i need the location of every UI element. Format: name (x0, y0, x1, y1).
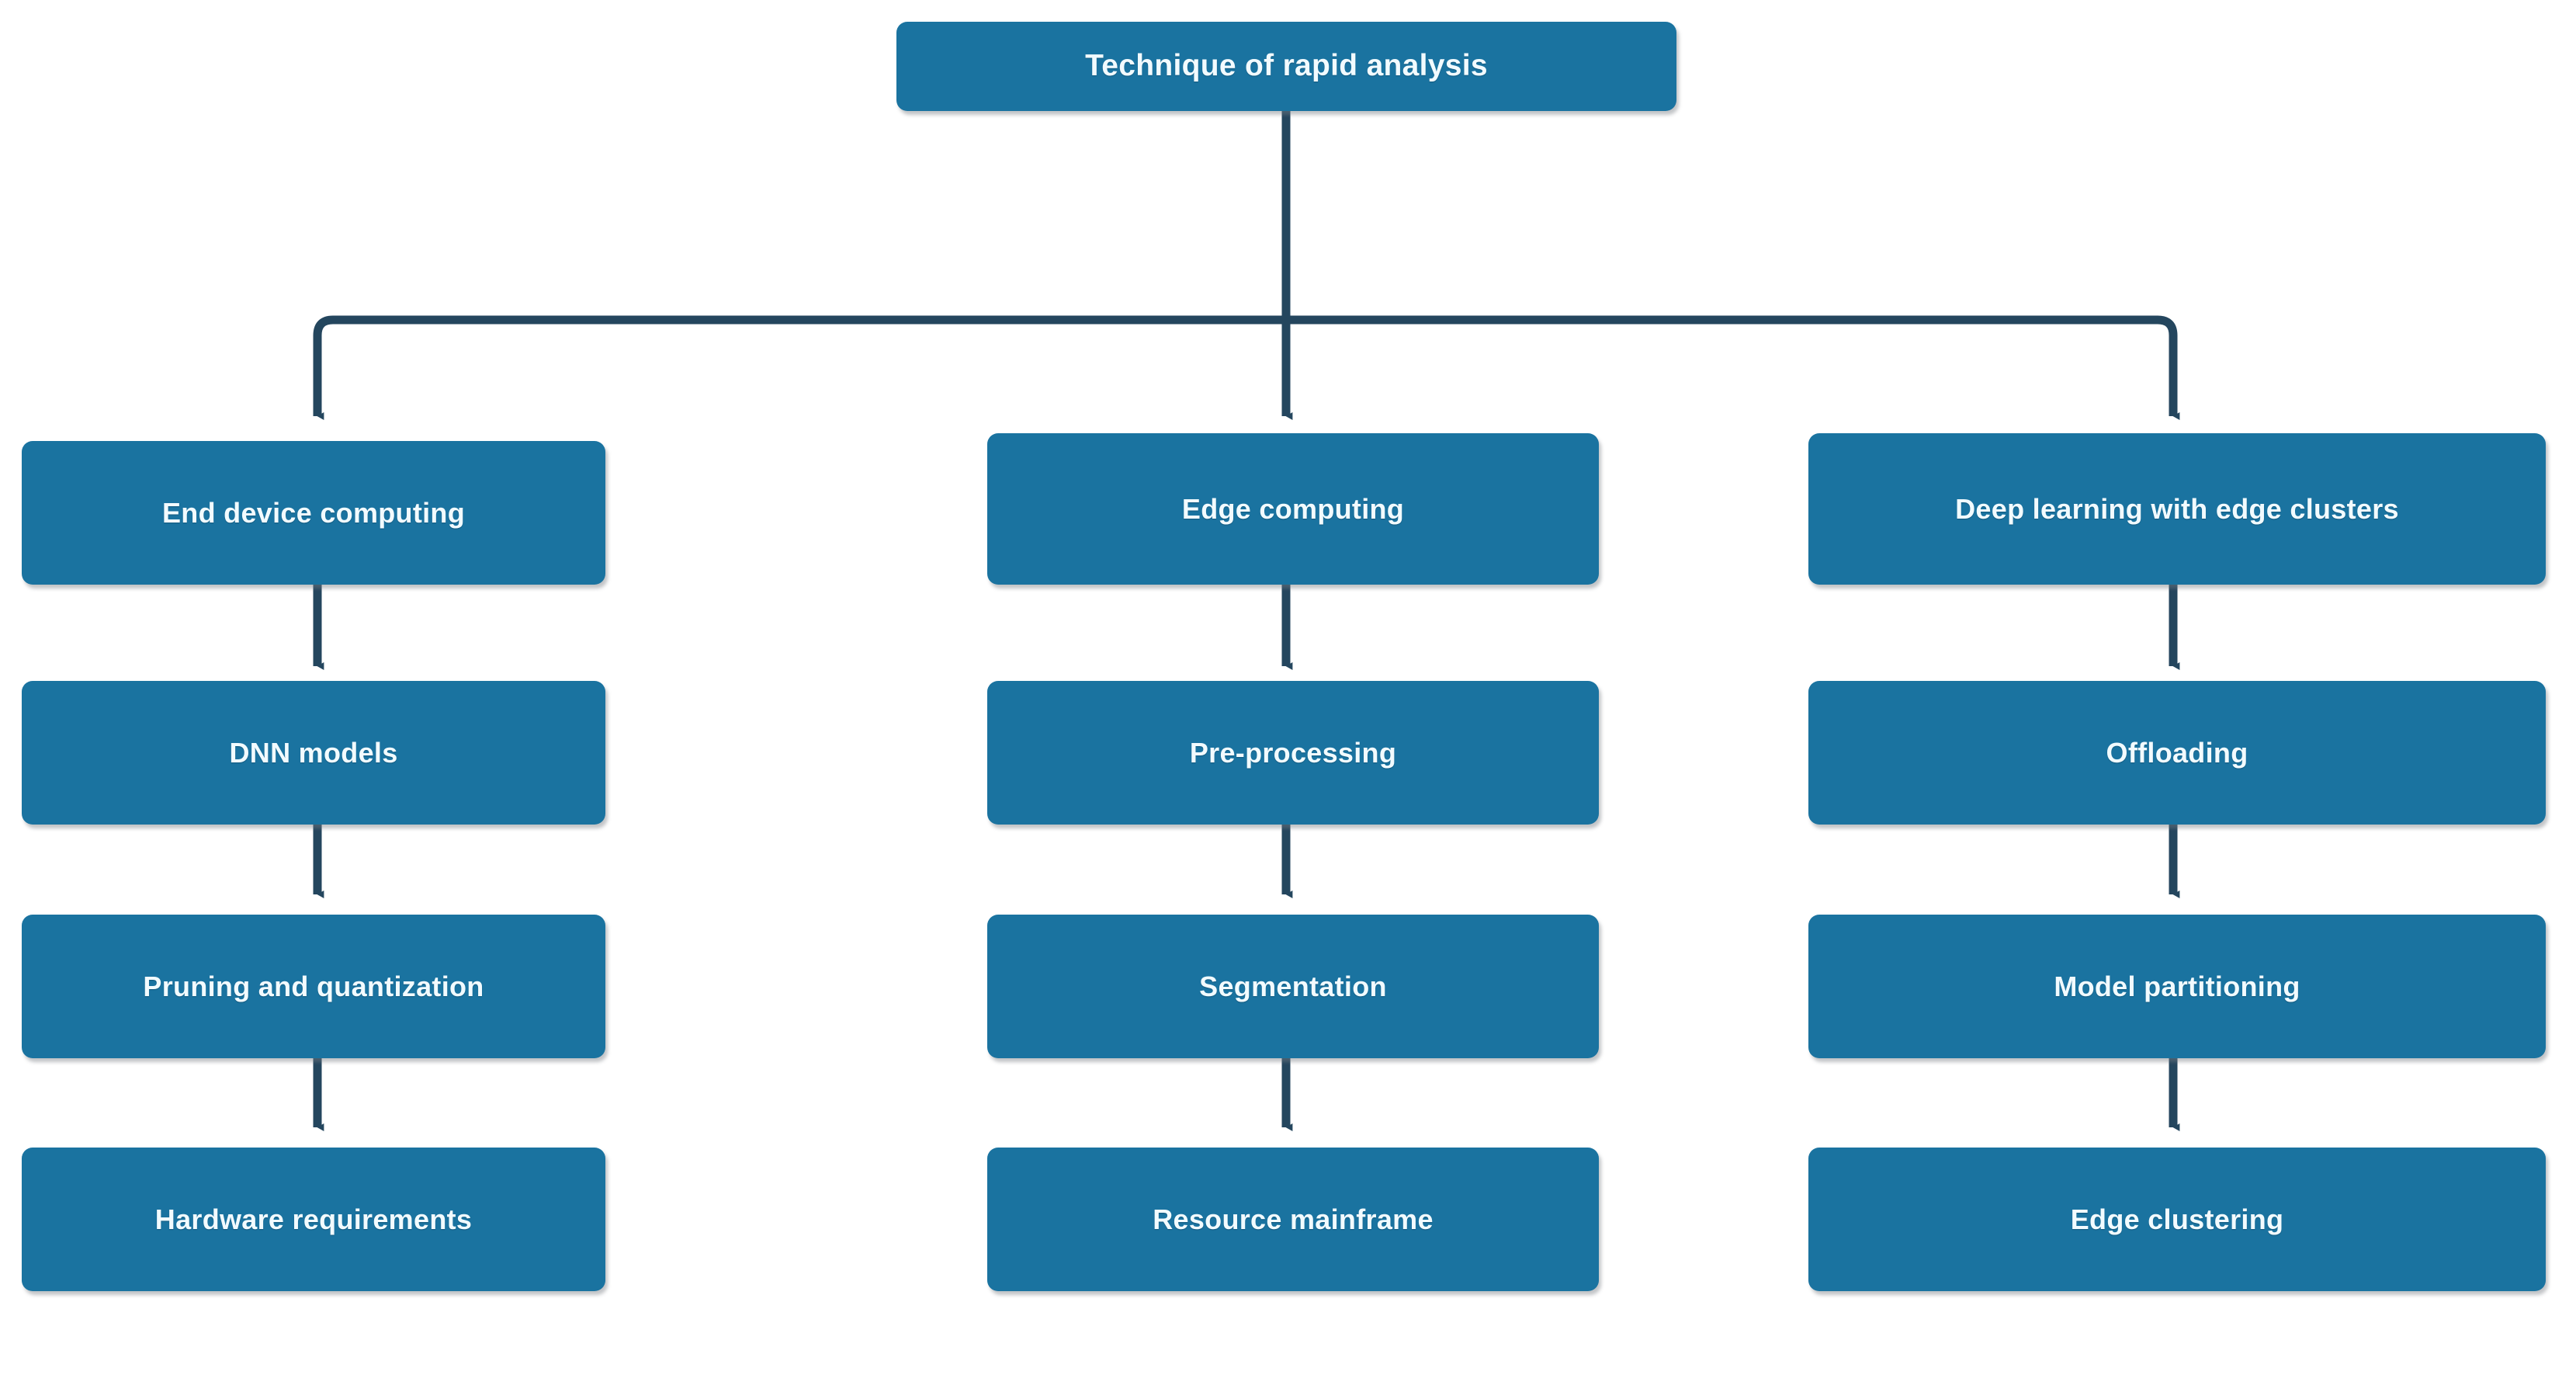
node-edge-clustering[interactable]: Edge clustering (1808, 1148, 2546, 1291)
node-root[interactable]: Technique of rapid analysis (896, 22, 1676, 111)
edge-distributor-bar (313, 315, 2178, 353)
node-end-device-computing[interactable]: End device computing (22, 441, 605, 585)
node-label: Hardware requirements (154, 1203, 473, 1235)
node-model-partitioning[interactable]: Model partitioning (1808, 915, 2546, 1058)
node-hardware-requirements[interactable]: Hardware requirements (22, 1148, 605, 1291)
node-label: Edge computing (1181, 492, 1405, 525)
node-label: Deep learning with edge clusters (1955, 492, 2399, 525)
node-label: End device computing (161, 496, 466, 529)
node-deep-learning-with-edge-clusters[interactable]: Deep learning with edge clusters (1808, 433, 2546, 585)
node-label: Edge clustering (2070, 1203, 2284, 1235)
node-resource-mainframe[interactable]: Resource mainframe (987, 1148, 1599, 1291)
node-pruning-and-quantization[interactable]: Pruning and quantization (22, 915, 605, 1058)
node-segmentation[interactable]: Segmentation (987, 915, 1599, 1058)
node-label: Technique of rapid analysis (1085, 49, 1488, 83)
node-dnn-models[interactable]: DNN models (22, 681, 605, 825)
node-label: Model partitioning (2054, 970, 2300, 1002)
node-label: Resource mainframe (1153, 1203, 1434, 1235)
node-edge-computing[interactable]: Edge computing (987, 433, 1599, 585)
node-label: Pre-processing (1189, 736, 1397, 769)
node-label: Pruning and quantization (143, 970, 484, 1002)
node-offloading[interactable]: Offloading (1808, 681, 2546, 825)
node-label: Offloading (2106, 736, 2248, 769)
node-label: DNN models (229, 736, 398, 769)
node-label: Segmentation (1199, 970, 1387, 1002)
node-pre-processing[interactable]: Pre-processing (987, 681, 1599, 825)
